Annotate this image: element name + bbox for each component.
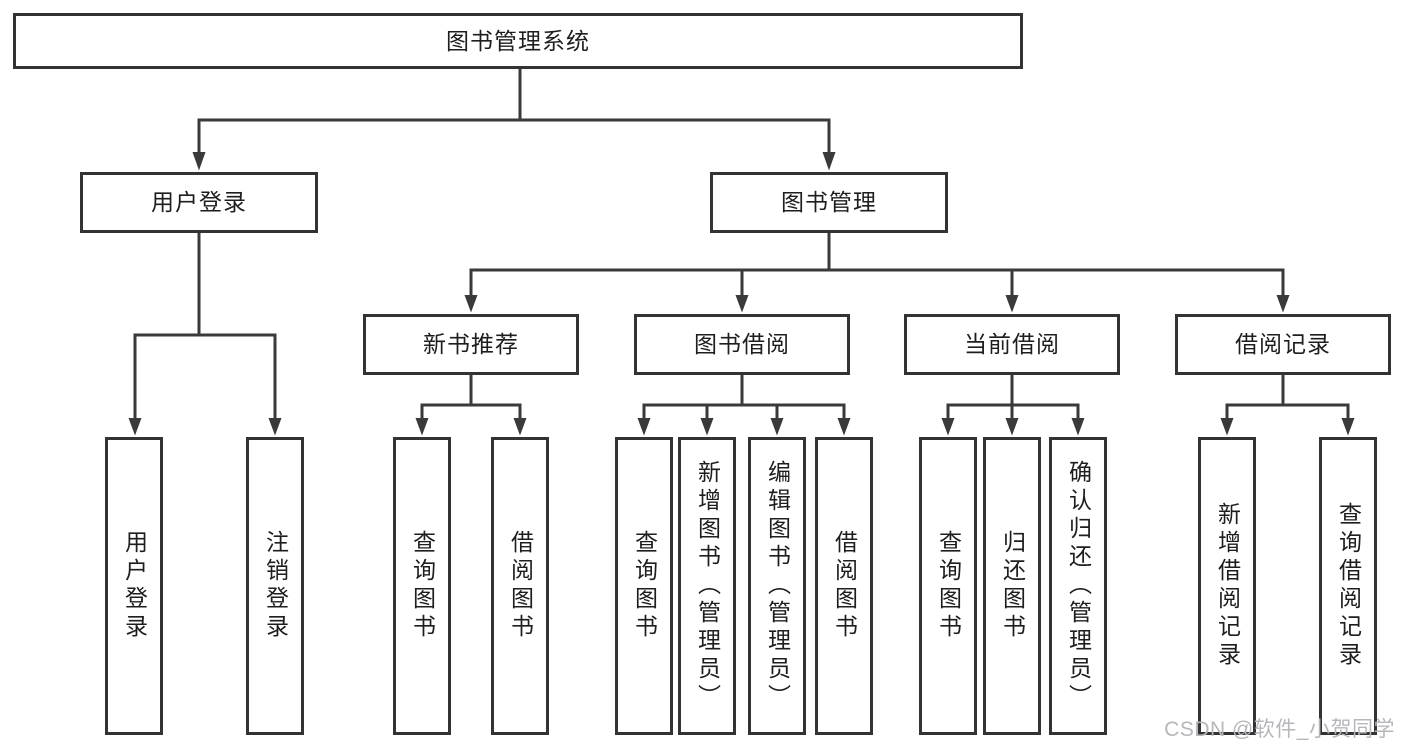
- node-label: 用户登录: [151, 189, 247, 215]
- node-label: 注销登录: [262, 530, 289, 642]
- arrowhead: [1220, 418, 1234, 436]
- leaf-borrow-books-recommend: 借阅图书: [491, 437, 549, 735]
- connector-userlogin-to-leaves: [133, 233, 277, 419]
- node-label: 借阅记录: [1235, 331, 1331, 357]
- arrowhead: [464, 295, 478, 313]
- node-borrowing-records: 借阅记录: [1175, 314, 1391, 375]
- arrowhead: [268, 418, 282, 436]
- arrowhead: [128, 418, 142, 436]
- node-label: 借阅图书: [507, 530, 534, 642]
- leaf-borrow-books: 借阅图书: [815, 437, 873, 735]
- arrowheads: [128, 152, 1355, 436]
- arrowhead: [513, 418, 527, 436]
- node-label: 查询图书: [631, 530, 658, 642]
- arrowhead: [192, 152, 206, 171]
- node-library-management-system: 图书管理系统: [13, 13, 1023, 69]
- leaf-confirm-return-admin: 确认归还（管理员）: [1049, 437, 1107, 735]
- arrowhead: [700, 418, 714, 436]
- connector-borrowing-to-leaves: [642, 375, 846, 419]
- node-label: 当前借阅: [964, 331, 1060, 357]
- leaf-query-books-current: 查询图书: [919, 437, 977, 735]
- leaf-add-borrow-record: 新增借阅记录: [1198, 437, 1256, 735]
- leaf-logout-login: 注销登录: [246, 437, 304, 735]
- arrowhead: [1341, 418, 1355, 436]
- node-label: 借阅图书: [831, 530, 858, 642]
- arrowhead: [1005, 418, 1019, 436]
- connector-recommend-to-leaves: [420, 375, 522, 419]
- node-label: 新增图书（管理员）: [694, 460, 721, 712]
- node-label: 图书管理: [781, 189, 877, 215]
- leaf-edit-books-admin: 编辑图书（管理员）: [748, 437, 806, 735]
- leaf-return-books: 归还图书: [983, 437, 1041, 735]
- node-label: 新书推荐: [423, 331, 519, 357]
- node-book-borrowing: 图书借阅: [634, 314, 850, 375]
- arrowhead: [415, 418, 429, 436]
- arrowhead: [770, 418, 784, 436]
- connector-root-to-level2: [197, 69, 831, 153]
- arrowhead: [941, 418, 955, 436]
- arrowhead: [1276, 295, 1290, 313]
- csdn-watermark: CSDN @软件_小贺同学: [1164, 718, 1395, 741]
- node-label: 图书借阅: [694, 331, 790, 357]
- arrowhead: [1005, 295, 1019, 313]
- leaf-user-login: 用户登录: [105, 437, 163, 735]
- leaf-query-books-recommend: 查询图书: [393, 437, 451, 735]
- node-label: 新增借阅记录: [1214, 502, 1241, 670]
- node-label: 用户登录: [121, 530, 148, 642]
- arrowhead: [1071, 418, 1085, 436]
- node-current-borrowing: 当前借阅: [904, 314, 1120, 375]
- node-label: 确认归还（管理员）: [1065, 460, 1092, 712]
- connector-records-to-leaves: [1225, 375, 1350, 419]
- node-book-management: 图书管理: [710, 172, 948, 233]
- arrowhead: [637, 418, 651, 436]
- node-label: 归还图书: [999, 530, 1026, 642]
- connector-current-to-leaves: [946, 375, 1080, 419]
- leaf-add-books-admin: 新增图书（管理员）: [678, 437, 736, 735]
- arrowhead: [837, 418, 851, 436]
- arrowhead: [822, 152, 836, 171]
- node-label: 查询借阅记录: [1335, 502, 1362, 670]
- leaf-query-borrow-record: 查询借阅记录: [1319, 437, 1377, 735]
- node-new-book-recommendation: 新书推荐: [363, 314, 579, 375]
- arrowhead: [735, 295, 749, 313]
- node-label: 查询图书: [935, 530, 962, 642]
- node-label: 编辑图书（管理员）: [764, 460, 791, 712]
- node-label: 查询图书: [409, 530, 436, 642]
- node-user-login: 用户登录: [80, 172, 318, 233]
- leaf-query-books-borrowing: 查询图书: [615, 437, 673, 735]
- node-label: 图书管理系统: [446, 27, 590, 54]
- connector-bookmgmt-to-level3: [469, 233, 1285, 296]
